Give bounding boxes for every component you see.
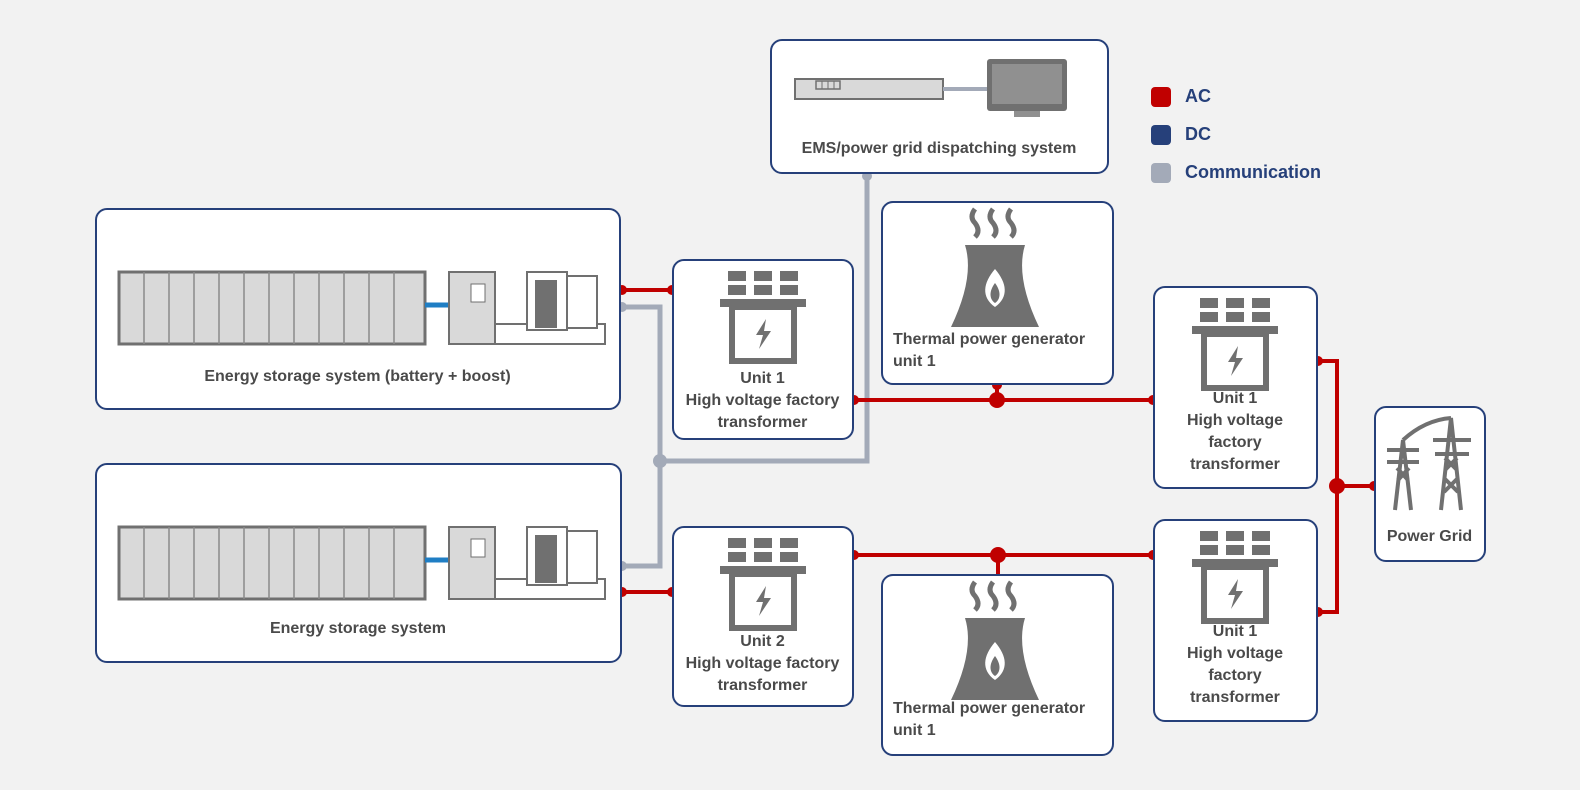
legend-item-communication: Communication xyxy=(1151,162,1321,183)
transformer-icon xyxy=(720,271,806,364)
dc-swatch xyxy=(1151,124,1171,145)
legend-label-dc: DC xyxy=(1185,124,1211,144)
ems-label: EMS/power grid dispatching system xyxy=(801,140,1077,157)
communication-junctions xyxy=(617,171,872,571)
transformer-unit1-left-node: Unit 1 High voltage factory transformer xyxy=(672,259,854,440)
ess-top-label: Energy storage system (battery + boost) xyxy=(204,368,511,385)
transformer-icon xyxy=(1192,298,1278,391)
cooling-tower-icon xyxy=(951,580,1039,700)
thermal-bottom-node: Thermal power generator unit 1 xyxy=(881,574,1114,756)
legend-label-ac: AC xyxy=(1185,86,1211,106)
rack-server-and-monitor-icon xyxy=(794,59,1067,117)
transformer-icon xyxy=(720,538,806,631)
cooling-tower-icon xyxy=(951,207,1039,327)
transformer-right-top-label: Unit 1 High voltage factory transformer xyxy=(1186,390,1283,473)
ac-swatch xyxy=(1151,86,1171,107)
communication-lines xyxy=(622,174,870,569)
transformer-unit2-left-node: Unit 2 High voltage factory transformer xyxy=(672,526,854,707)
transformer-right-top-node: Unit 1 High voltage factory transformer xyxy=(1153,286,1318,489)
ems-node: EMS/power grid dispatching system xyxy=(770,39,1109,174)
transformer-unit2-left-label: Unit 2 High voltage factory transformer xyxy=(685,633,840,694)
legend-item-ac: AC xyxy=(1151,86,1211,107)
thermal-top-label: Thermal power generator unit 1 xyxy=(893,331,1086,370)
legend-label-communication: Communication xyxy=(1185,162,1322,182)
transformer-right-bottom-node: Unit 1 High voltage factory transformer xyxy=(1153,519,1318,722)
power-grid-label: Power Grid xyxy=(1386,528,1473,545)
legend-item-dc: DC xyxy=(1151,124,1211,145)
thermal-bottom-label: Thermal power generator unit 1 xyxy=(893,700,1086,739)
battery-container-and-pcs-icon xyxy=(117,525,606,601)
ess-bottom-node: Energy storage system xyxy=(95,463,622,663)
thermal-top-node: Thermal power generator unit 1 xyxy=(881,201,1114,385)
transformer-icon xyxy=(1192,531,1278,624)
battery-container-and-pcs-icon xyxy=(117,270,606,346)
transformer-right-bottom-label: Unit 1 High voltage factory transformer xyxy=(1186,623,1283,706)
power-grid-node: Power Grid xyxy=(1374,406,1486,562)
ess-top-node: Energy storage system (battery + boost) xyxy=(95,208,621,410)
transmission-tower-icon xyxy=(1387,416,1471,511)
communication-swatch xyxy=(1151,162,1171,183)
transformer-unit1-left-label: Unit 1 High voltage factory transformer xyxy=(685,370,840,431)
ess-bottom-label: Energy storage system xyxy=(269,620,447,637)
